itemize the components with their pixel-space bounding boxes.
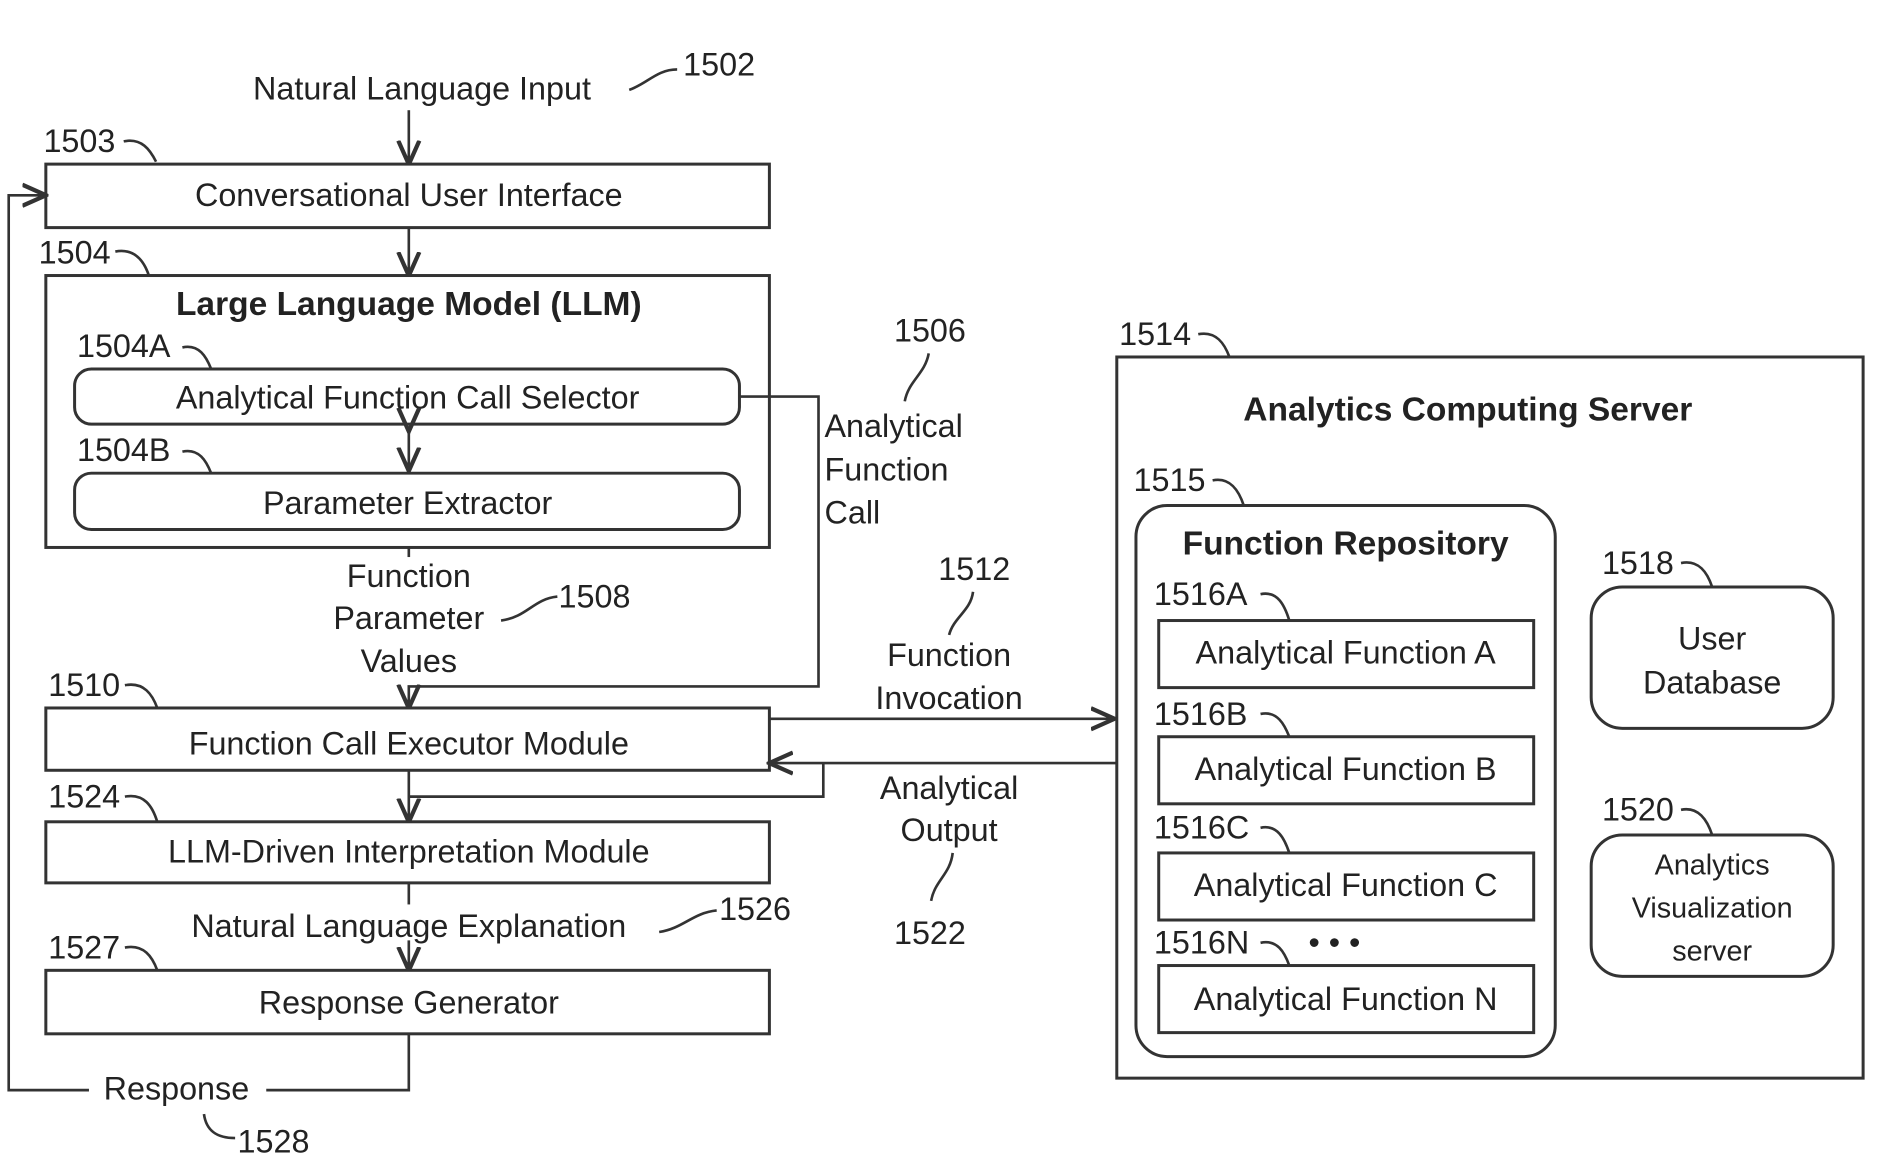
ref-1508: 1508 <box>559 578 631 614</box>
function-repository-title: Function Repository <box>1183 526 1509 563</box>
ref-1516a: 1516A <box>1154 576 1248 612</box>
visualization-server-label-3: server <box>1672 936 1752 968</box>
analytical-function-call-label-2: Function <box>824 451 948 487</box>
ref-1504: 1504 <box>39 235 111 271</box>
function-b-label: Analytical Function B <box>1195 751 1497 787</box>
ref-1516c: 1516C <box>1154 810 1249 846</box>
ref-1526: 1526 <box>719 891 791 927</box>
function-parameter-values-label: Function <box>347 558 471 594</box>
ref-1528: 1528 <box>238 1123 310 1159</box>
response-generator-label: Response Generator <box>259 984 559 1020</box>
ref-1512: 1512 <box>938 551 1010 587</box>
analytical-function-call-label-3: Call <box>824 494 880 530</box>
ref-1514: 1514 <box>1119 316 1191 352</box>
conversational-ui-label: Conversational User Interface <box>195 177 623 213</box>
user-database-box <box>1591 587 1833 728</box>
function-invocation-label-2: Invocation <box>875 680 1022 716</box>
function-a-label: Analytical Function A <box>1196 635 1497 671</box>
ref-1503: 1503 <box>43 123 115 159</box>
analytical-output-label: Analytical <box>880 770 1018 806</box>
analytics-server-title: Analytics Computing Server <box>1243 391 1692 428</box>
ref-1516n: 1516N <box>1154 925 1249 961</box>
response-label: Response <box>104 1071 250 1107</box>
function-n-label: Analytical Function N <box>1194 981 1498 1017</box>
ref-1520: 1520 <box>1602 792 1674 828</box>
function-parameter-values-label-2: Parameter <box>333 600 484 636</box>
function-c-label: Analytical Function C <box>1194 867 1498 903</box>
visualization-server-label: Analytics <box>1655 849 1770 881</box>
ref-1504a: 1504A <box>77 328 171 364</box>
interpretation-module-label: LLM-Driven Interpretation Module <box>168 834 650 870</box>
ref-1504b: 1504B <box>77 432 170 468</box>
llm-title: Large Language Model (LLM) <box>176 286 642 323</box>
visualization-server-label-2: Visualization <box>1632 893 1793 925</box>
parameter-extractor-label: Parameter Extractor <box>263 485 552 521</box>
user-database-label: User <box>1678 620 1746 656</box>
natural-language-input-label: Natural Language Input <box>253 70 591 106</box>
ref-1527: 1527 <box>48 929 120 965</box>
analytical-output-label-2: Output <box>901 812 998 848</box>
ref-1516b: 1516B <box>1154 696 1247 732</box>
ref-1506: 1506 <box>894 312 966 348</box>
natural-language-explanation-label: Natural Language Explanation <box>191 908 626 944</box>
user-database-label-2: Database <box>1643 665 1781 701</box>
ref-1510: 1510 <box>48 667 120 703</box>
function-invocation-label: Function <box>887 637 1011 673</box>
ellipsis: • • • <box>1308 925 1360 961</box>
ref-1515: 1515 <box>1134 462 1206 498</box>
function-call-selector-label: Analytical Function Call Selector <box>176 379 640 415</box>
analytical-function-call-label: Analytical <box>824 408 962 444</box>
function-parameter-values-label-3: Values <box>361 643 457 679</box>
function-call-executor-label: Function Call Executor Module <box>189 726 629 762</box>
ref-1524: 1524 <box>48 778 120 814</box>
ref-1522: 1522 <box>894 915 966 951</box>
ref-1518: 1518 <box>1602 545 1674 581</box>
ref-1502: 1502 <box>683 46 755 82</box>
